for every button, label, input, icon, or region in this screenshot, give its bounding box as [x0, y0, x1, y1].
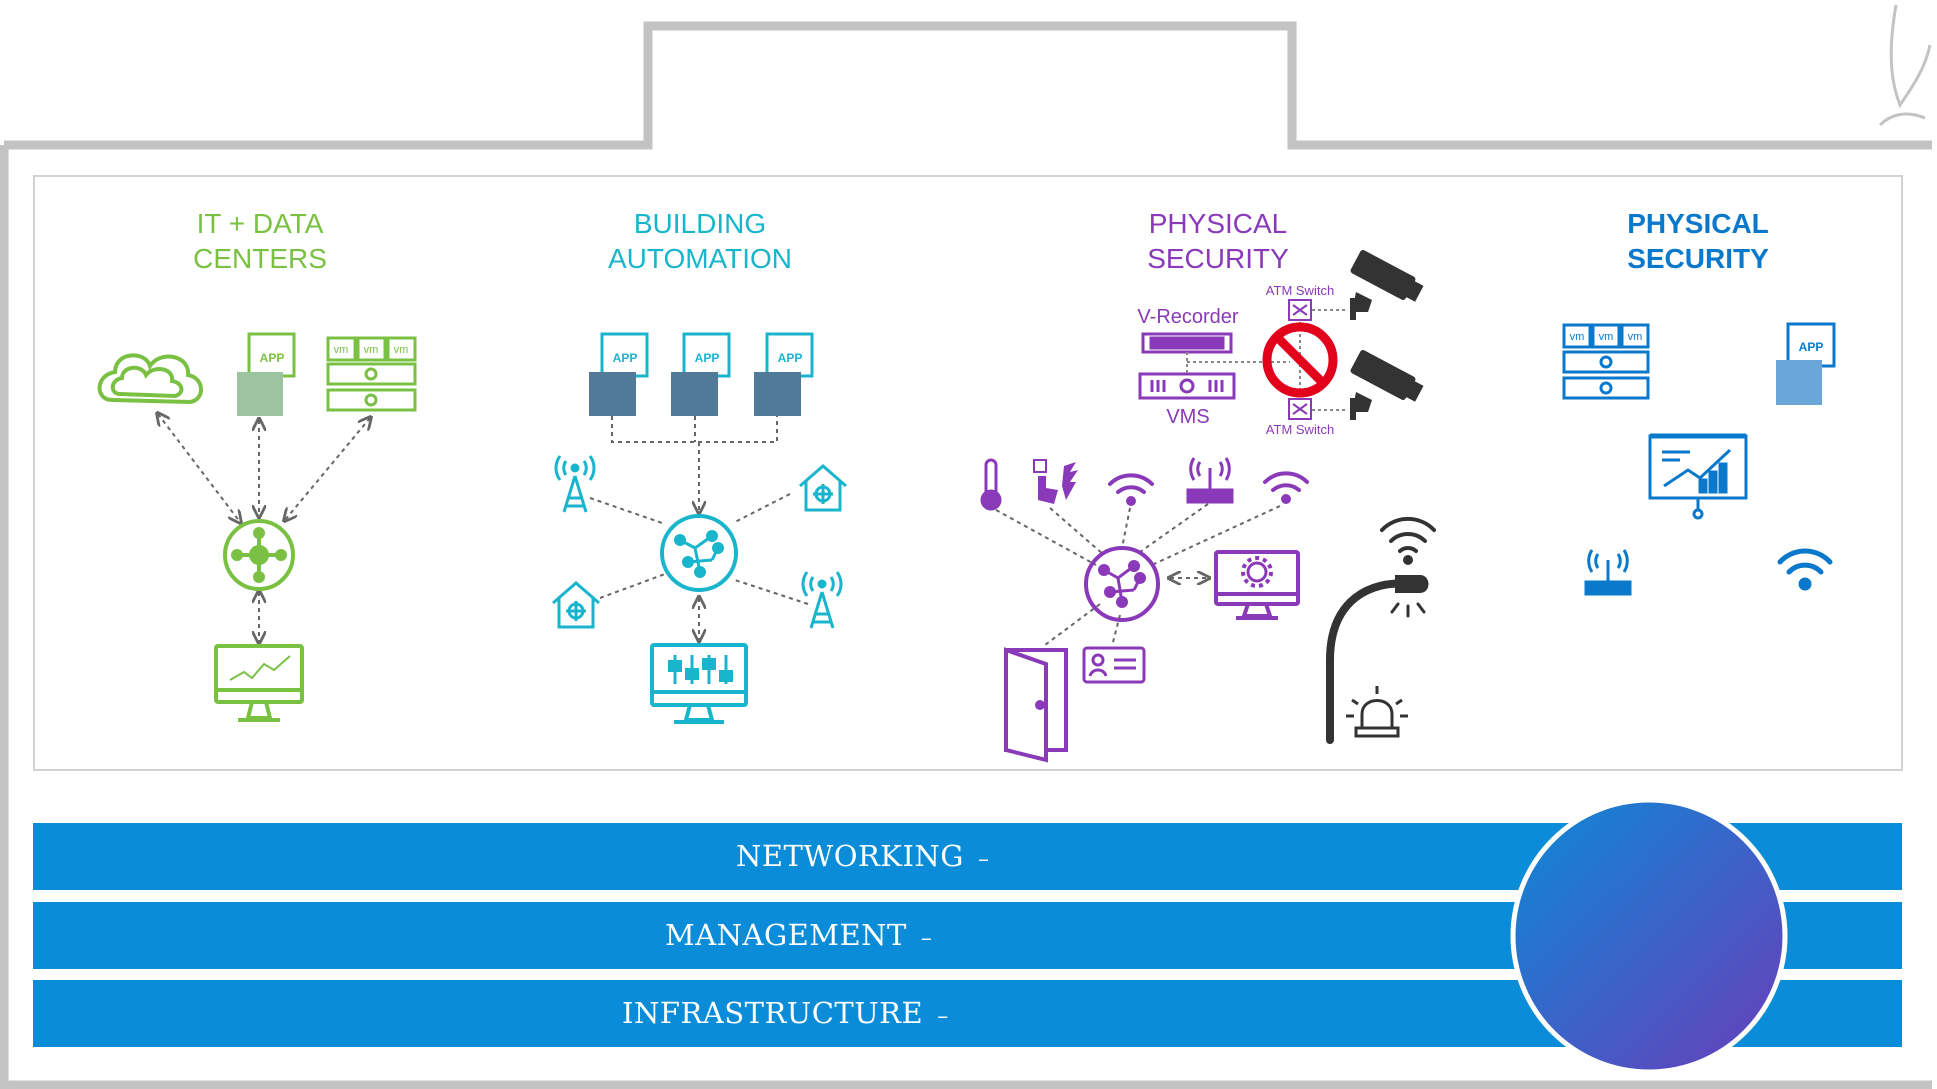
svg-text:vm: vm	[334, 344, 349, 356]
it-datacenter-group: APP vm vm vm	[97, 332, 417, 722]
it-connectors	[158, 414, 370, 642]
wifi-icon	[1777, 548, 1833, 591]
hub-icon	[1084, 546, 1160, 622]
cctv-camera-icon	[1350, 250, 1424, 320]
monitor-chart-icon	[214, 644, 304, 722]
siren-icon	[1346, 686, 1408, 738]
fire-alarm-icon	[1033, 459, 1078, 504]
atm-switch-icon	[1288, 299, 1312, 420]
corner-leaf-icon	[1878, 4, 1932, 127]
thermometer-icon	[980, 458, 1002, 511]
highlight-circle	[1510, 797, 1788, 1075]
app-icon: APP	[1776, 322, 1836, 405]
physical-security-blue-group: vm vm vm APP	[1562, 322, 1836, 596]
svg-text:vm: vm	[1628, 331, 1643, 343]
router-icon	[1186, 457, 1234, 504]
security-connectors	[995, 503, 1281, 647]
app-icon: APP	[237, 332, 296, 416]
atm-switch-label-bottom: ATM Switch	[1266, 422, 1334, 437]
atm-switch-label-top: ATM Switch	[1266, 283, 1334, 298]
svg-text:vm: vm	[1570, 331, 1585, 343]
router-icon	[1584, 549, 1632, 596]
server-rack-icon: vm vm vm	[326, 336, 417, 412]
wifi-icon	[1263, 471, 1309, 504]
street-light-icon	[1326, 575, 1429, 744]
server-rack-icon: vm vm vm	[1562, 323, 1650, 400]
app-icon: APP	[589, 332, 649, 416]
hub-icon	[660, 514, 738, 592]
svg-text:APP: APP	[613, 351, 638, 365]
app-icon: APP	[671, 332, 731, 416]
badge-icon	[1082, 646, 1146, 684]
settings-monitor-icon	[1214, 550, 1300, 620]
door-icon	[1004, 647, 1068, 763]
hub-icon	[223, 519, 295, 591]
networking-label: NETWORKING–	[736, 839, 990, 873]
infrastructure-label: INFRASTRUCTURE–	[622, 996, 949, 1030]
cctv-camera-icon	[1350, 350, 1424, 420]
svg-text:APP: APP	[260, 351, 285, 365]
svg-text:APP: APP	[1799, 340, 1824, 354]
svg-text:vm: vm	[1599, 331, 1614, 343]
building-automation-group: APP APP APP	[552, 332, 847, 724]
dashboard-icon	[1648, 433, 1748, 520]
wifi-icon	[1108, 473, 1154, 506]
recorder-icon	[1138, 332, 1236, 400]
smart-home-icon	[552, 581, 600, 629]
sec-link	[1186, 309, 1345, 411]
control-panel-icon	[650, 643, 748, 724]
cloud-icon	[97, 353, 203, 405]
management-label: MANAGEMENT–	[665, 918, 933, 952]
svg-text:APP: APP	[778, 351, 803, 365]
vms-label: VMS	[1166, 406, 1209, 428]
smart-home-icon	[799, 464, 847, 512]
no-sign-icon	[1262, 322, 1338, 398]
svg-text:vm: vm	[364, 344, 379, 356]
ba-connectors	[589, 416, 809, 640]
antenna-icon	[801, 571, 843, 629]
recorder-label: V-Recorder	[1137, 306, 1238, 328]
svg-text:vm: vm	[394, 344, 409, 356]
antenna-icon	[554, 455, 596, 513]
svg-text:APP: APP	[695, 351, 720, 365]
physical-security-group: V-Recorder VMS ATM Switch ATM Switch	[980, 250, 1436, 763]
app-icon: APP	[754, 332, 814, 416]
wifi-icon	[1380, 516, 1436, 565]
